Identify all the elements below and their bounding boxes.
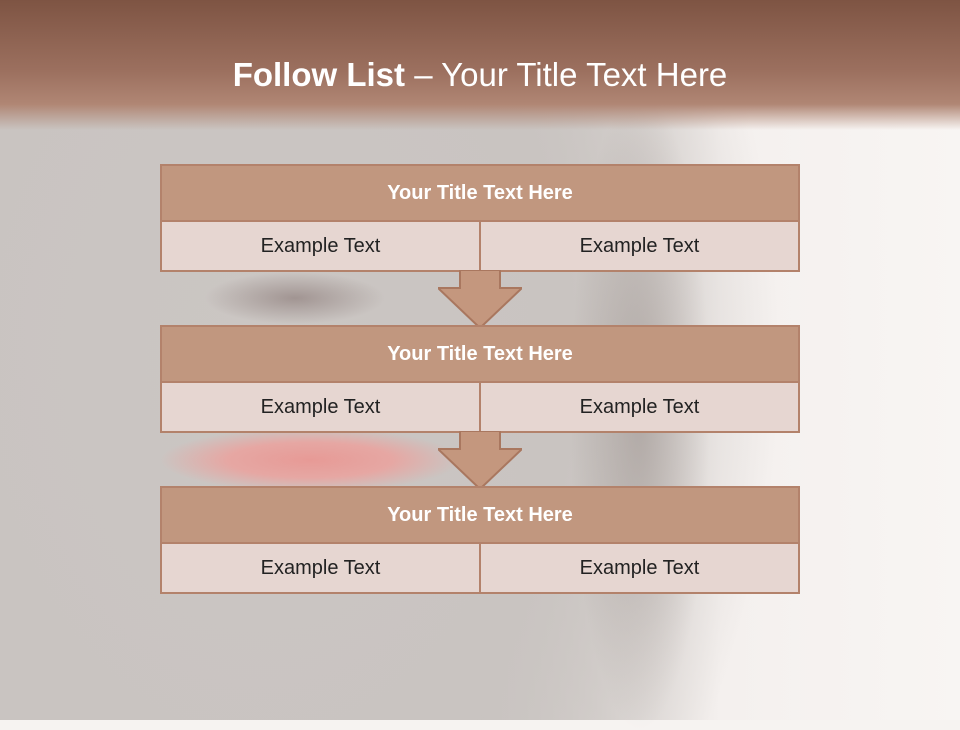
step-1-left-text: Example Text (162, 222, 479, 270)
step-row-2: Example Text Example Text (162, 383, 798, 431)
step-title-2: Your Title Text Here (162, 327, 798, 383)
slide-title: Follow List – Your Title Text Here (0, 56, 960, 94)
header-band (0, 0, 960, 130)
step-3-right-text: Example Text (479, 544, 798, 592)
step-1-right-text: Example Text (479, 222, 798, 270)
step-2-left-text: Example Text (162, 383, 479, 431)
slide-title-rest: – Your Title Text Here (405, 56, 728, 93)
step-title-3: Your Title Text Here (162, 488, 798, 544)
slide-title-bold: Follow List (232, 56, 406, 93)
step-box-3: Your Title Text Here Example Text Exampl… (160, 486, 800, 594)
step-2-right-text: Example Text (479, 383, 798, 431)
step-row-1: Example Text Example Text (162, 222, 798, 270)
step-row-3: Example Text Example Text (162, 544, 798, 592)
step-3-left-text: Example Text (162, 544, 479, 592)
down-arrow-icon (438, 270, 522, 328)
step-box-1: Your Title Text Here Example Text Exampl… (160, 164, 800, 272)
lips (160, 425, 460, 495)
step-box-2: Your Title Text Here Example Text Exampl… (160, 325, 800, 433)
step-title-1: Your Title Text Here (162, 166, 798, 222)
down-arrow-icon (438, 431, 522, 489)
nose-shadow (200, 268, 390, 328)
